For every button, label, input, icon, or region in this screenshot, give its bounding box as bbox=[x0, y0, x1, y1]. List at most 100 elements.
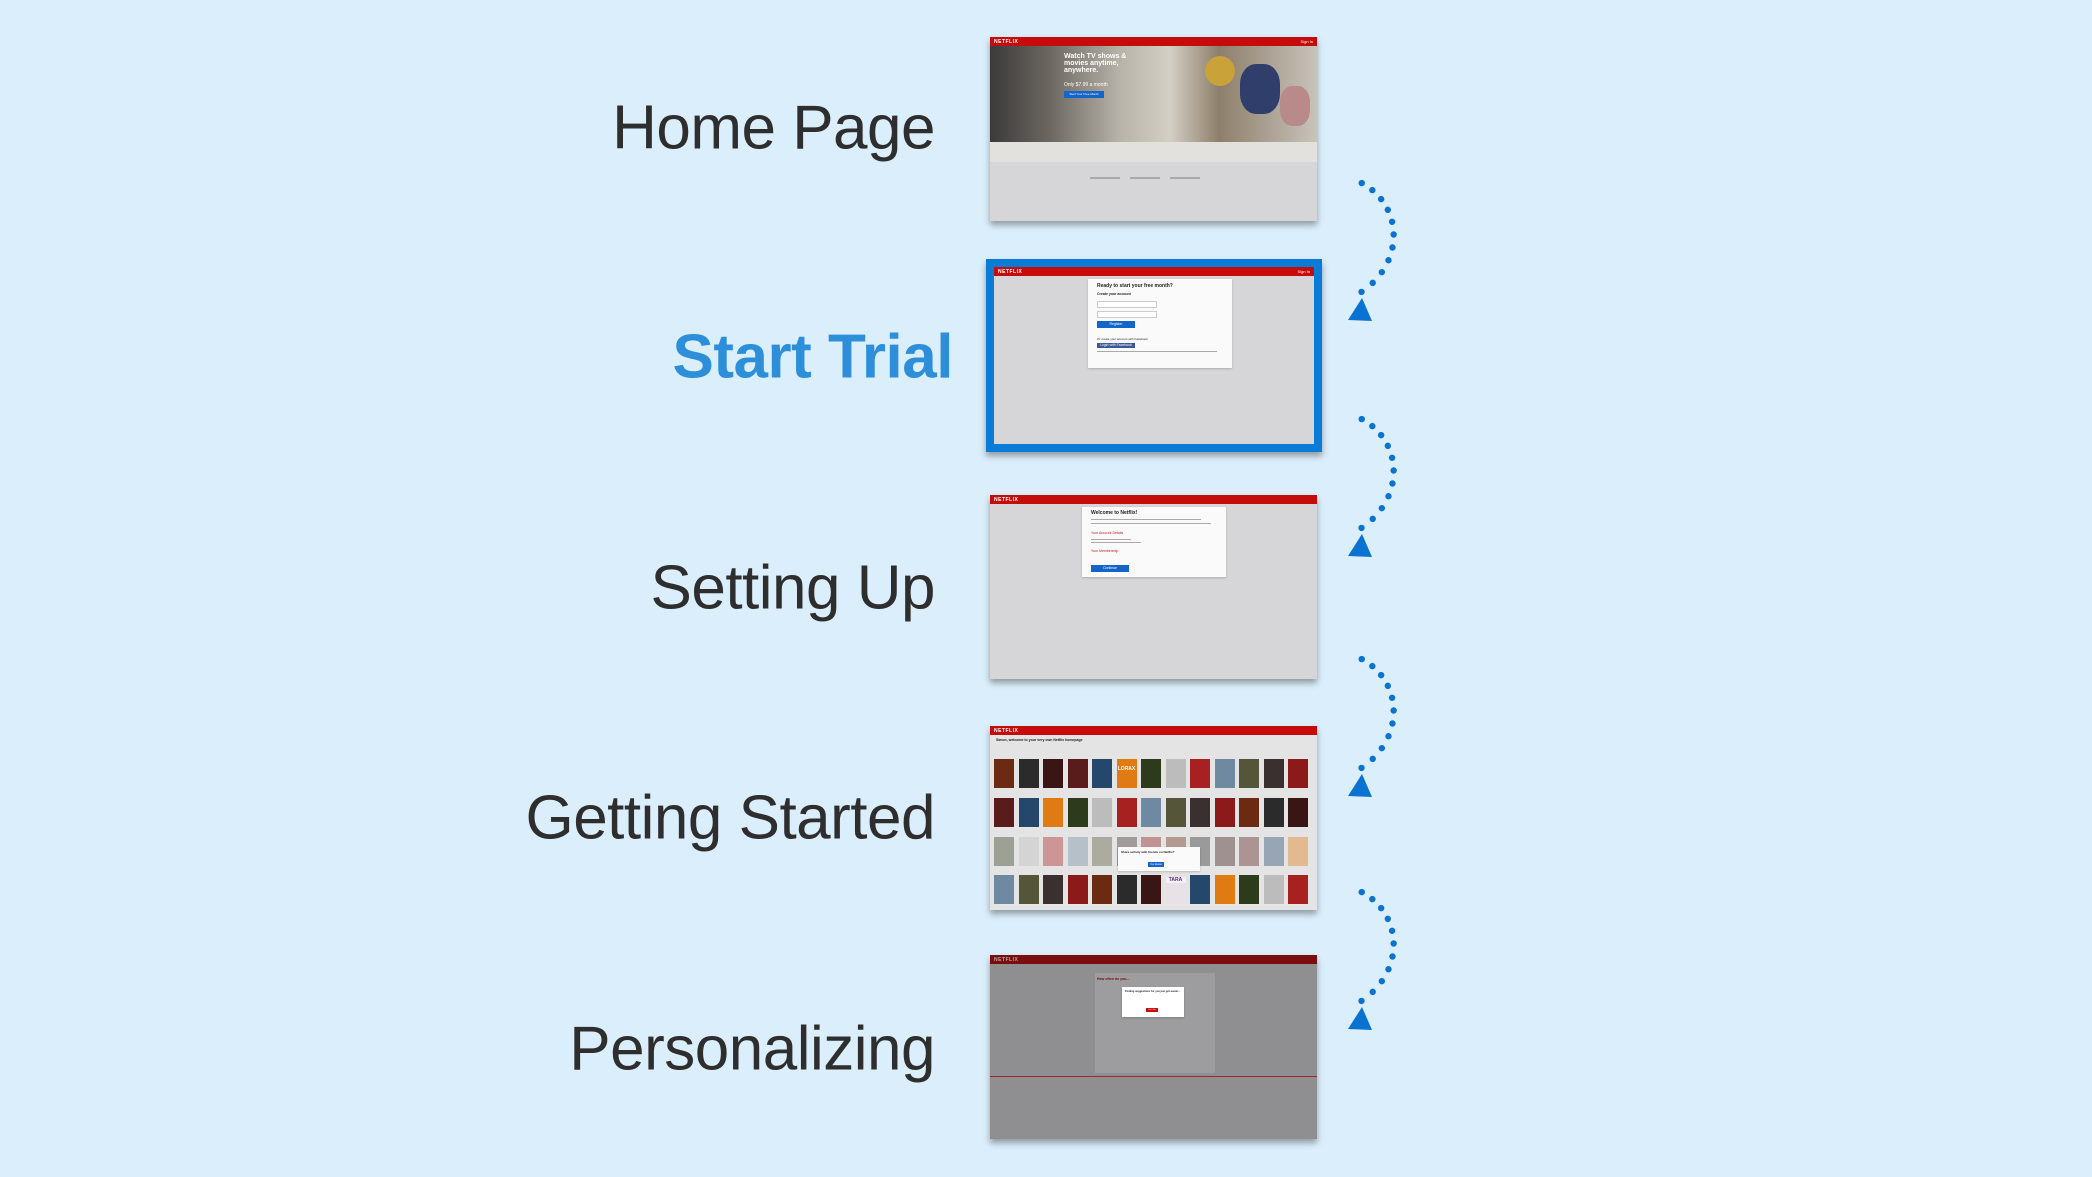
arrow-dot bbox=[1378, 744, 1386, 752]
arrowhead-icon bbox=[1348, 1007, 1372, 1030]
netflix-header: NETFLIX Sign In bbox=[990, 37, 1317, 46]
arrow-dot bbox=[1358, 415, 1365, 423]
facebook-login-button: Login with Facebook bbox=[1097, 343, 1135, 348]
movie-poster bbox=[1263, 875, 1284, 904]
arrow-dot bbox=[1384, 915, 1392, 923]
suggestions-popup: Finding suggestions for you just got eas… bbox=[1122, 987, 1184, 1017]
dotted-arrow bbox=[1348, 655, 1397, 797]
arrow-dot bbox=[1385, 966, 1392, 973]
movie-poster bbox=[1165, 798, 1186, 827]
ratings-heading: How often do you... bbox=[1097, 977, 1130, 981]
dotted-arrow bbox=[1348, 888, 1397, 1030]
dotted-arrow bbox=[1348, 415, 1397, 557]
netflix-logo: NETFLIX bbox=[994, 39, 1019, 45]
getting-started-screenshot: NETFLIX Simon, welcome to your very own … bbox=[990, 726, 1317, 910]
movie-poster bbox=[1214, 798, 1235, 827]
arrow-dot bbox=[1377, 195, 1385, 203]
arrow-dot bbox=[1388, 218, 1396, 225]
netflix-logo: NETFLIX bbox=[994, 728, 1019, 734]
movie-poster bbox=[1043, 798, 1063, 827]
arrow-dot bbox=[1385, 493, 1392, 500]
lets-go-button: Let's Go bbox=[1146, 1008, 1158, 1012]
setting-up-screenshot: NETFLIX Welcome to Netflix! Your Account… bbox=[990, 495, 1317, 679]
start-free-month-button: Start Your Free Month bbox=[1064, 91, 1104, 98]
movie-poster bbox=[1067, 798, 1088, 827]
movie-poster bbox=[1116, 875, 1137, 904]
arrow-dot bbox=[1377, 904, 1385, 912]
arrow-dot bbox=[1369, 515, 1376, 523]
arrow-dot bbox=[1369, 279, 1376, 287]
arrowhead-icon bbox=[1348, 774, 1372, 797]
sign-in-link: Sign In bbox=[1297, 269, 1310, 274]
movie-poster bbox=[1288, 837, 1308, 866]
arrow-dot bbox=[1388, 694, 1396, 701]
email-field bbox=[1097, 301, 1157, 308]
movie-poster bbox=[1018, 798, 1039, 827]
membership-heading: Your Membership bbox=[1091, 549, 1119, 553]
arrow-dot bbox=[1390, 707, 1397, 714]
home-page-screenshot: NETFLIX Sign In Watch TV shows & movies a… bbox=[990, 37, 1317, 221]
movie-poster bbox=[1092, 875, 1112, 904]
arrow-dot bbox=[1369, 186, 1376, 194]
arrow-dot bbox=[1378, 977, 1386, 985]
welcome-title: Welcome to Netflix! bbox=[1091, 510, 1138, 516]
arrow-dot bbox=[1385, 733, 1392, 740]
arrow-dot bbox=[1378, 504, 1386, 512]
arrow-dot bbox=[1384, 442, 1392, 450]
continue-button: Continue bbox=[1091, 565, 1129, 572]
arrow-dot bbox=[1358, 524, 1365, 532]
movie-poster bbox=[1214, 875, 1235, 904]
arrow-dot bbox=[1369, 422, 1376, 430]
movie-poster bbox=[1190, 798, 1210, 827]
arrow-dot bbox=[1369, 662, 1376, 670]
share-activity-popup: Share activity with friends on Netflix? … bbox=[1118, 847, 1200, 871]
facebook-heading: Or create your account with Facebook bbox=[1097, 337, 1148, 341]
sign-in-link: Sign In bbox=[1300, 39, 1313, 44]
arrow-dot bbox=[1358, 764, 1365, 772]
arrow-dot bbox=[1369, 755, 1376, 763]
movie-poster bbox=[1067, 837, 1088, 866]
movie-poster bbox=[1092, 837, 1112, 866]
popup-title: Finding suggestions for you just got eas… bbox=[1125, 990, 1181, 993]
movie-poster bbox=[1043, 875, 1063, 904]
arrow-dot bbox=[1358, 997, 1365, 1005]
movie-poster bbox=[1043, 759, 1063, 788]
movie-poster bbox=[1214, 759, 1235, 788]
movie-poster bbox=[1263, 837, 1284, 866]
arrow-dot bbox=[1378, 268, 1386, 276]
movie-poster bbox=[1190, 759, 1210, 788]
popup-title: Share activity with friends on Netflix? bbox=[1121, 850, 1175, 854]
movie-poster bbox=[1043, 837, 1063, 866]
signup-title: Ready to start your free month? bbox=[1097, 283, 1173, 289]
movie-poster bbox=[1018, 837, 1039, 866]
step-label-getting-started: Getting Started bbox=[525, 783, 935, 853]
movie-poster bbox=[1067, 759, 1088, 788]
tara-poster-title: TARA bbox=[1165, 877, 1186, 883]
account-details-heading: Your Account Details bbox=[1091, 531, 1124, 535]
signup-card: Ready to start your free month? Create y… bbox=[1088, 279, 1232, 368]
movie-poster bbox=[994, 798, 1014, 827]
netflix-logo: NETFLIX bbox=[994, 497, 1019, 503]
features-strip bbox=[990, 142, 1317, 162]
step-label-home-page: Home Page bbox=[612, 93, 935, 163]
movie-poster bbox=[1141, 798, 1161, 827]
movie-poster bbox=[1263, 798, 1284, 827]
arrow-dot bbox=[1388, 927, 1396, 934]
hero-headline: Watch TV shows & movies anytime, anywher… bbox=[1064, 53, 1127, 74]
movie-poster bbox=[1067, 875, 1088, 904]
movie-poster bbox=[1018, 875, 1039, 904]
movie-poster bbox=[1141, 875, 1161, 904]
step-label-start-trial: Start Trial bbox=[672, 322, 954, 392]
movie-poster bbox=[1288, 875, 1308, 904]
netflix-header: NETFLIX bbox=[990, 495, 1317, 504]
movie-poster bbox=[1092, 798, 1112, 827]
arrow-dot bbox=[1389, 953, 1396, 960]
arrow-dot bbox=[1390, 940, 1397, 947]
arrowhead-icon bbox=[1348, 298, 1372, 321]
welcome-card: Welcome to Netflix! Your Account Details… bbox=[1082, 507, 1226, 577]
password-field bbox=[1097, 311, 1157, 318]
movie-poster bbox=[1165, 759, 1186, 788]
movie-poster bbox=[994, 759, 1014, 788]
